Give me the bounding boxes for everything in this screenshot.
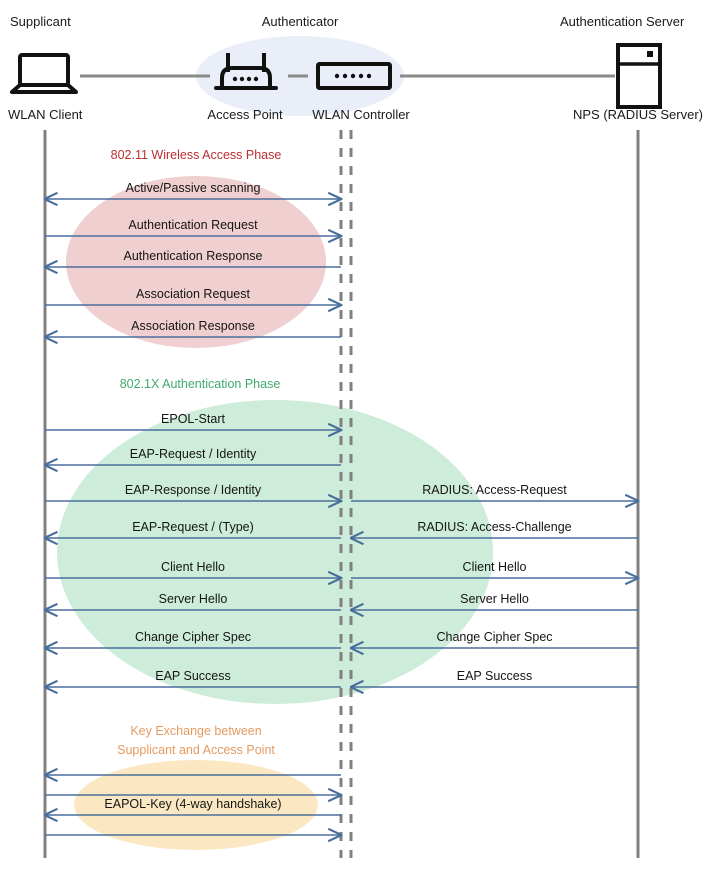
phase-ellipse-key-exchange (74, 760, 318, 850)
access-point-icon (214, 53, 278, 90)
message-label: EAP Success (456, 669, 533, 683)
server-icon (616, 43, 662, 109)
wlan-controller-icon (316, 62, 392, 90)
laptop-icon (10, 53, 78, 94)
message-label: EAP-Request / (Type) (132, 520, 254, 534)
message-label: EAP-Response / Identity (124, 483, 262, 497)
message-label: Client Hello (462, 560, 527, 574)
message-label: EAP-Request / Identity (129, 447, 257, 461)
message-label: Association Response (131, 319, 255, 333)
actor-device-wlan-client: WLAN Client (8, 107, 83, 122)
message-label: Change Cipher Spec (134, 630, 252, 644)
message-label: Authentication Request (128, 218, 258, 232)
message-label: RADIUS: Access-Challenge (417, 520, 572, 534)
message-label: Server Hello (460, 592, 529, 606)
actor-role-authenticator: Authenticator (261, 14, 339, 29)
message-label: Server Hello (158, 592, 228, 606)
message-label: EPOL-Start (161, 412, 225, 426)
phase-label-key-exchange-line2: Supplicant and Access Point (117, 743, 275, 758)
message-label: RADIUS: Access-Request (422, 483, 567, 497)
actor-role-authentication-server: Authentication Server (560, 14, 685, 29)
message-label: Change Cipher Spec (436, 630, 553, 644)
message-label: Association Request (136, 287, 250, 301)
message-label: EAP Success (155, 669, 231, 683)
phase-label-key-exchange: Key Exchange between Supplicant and Acce… (117, 722, 275, 761)
message-label: EAPOL-Key (4-way handshake) (104, 797, 282, 811)
phase-ellipse-dot1x-auth (57, 400, 493, 704)
phase-label-wireless-access: 802.11 Wireless Access Phase (110, 148, 282, 162)
message-label: Active/Passive scanning (125, 181, 261, 195)
actor-device-wlan-controller: WLAN Controller (312, 107, 410, 122)
message-label: Authentication Response (123, 249, 263, 263)
phase-label-key-exchange-line1: Key Exchange between (130, 724, 262, 738)
actor-device-nps-radius-server: NPS (RADIUS Server) (572, 107, 704, 122)
phase-label-dot1x-auth: 802.1X Authentication Phase (119, 377, 281, 391)
actor-device-access-point: Access Point (207, 107, 283, 122)
message-label: Client Hello (161, 560, 225, 574)
message-arrow-layer (45, 199, 638, 835)
actor-role-supplicant: Supplicant (10, 14, 71, 29)
